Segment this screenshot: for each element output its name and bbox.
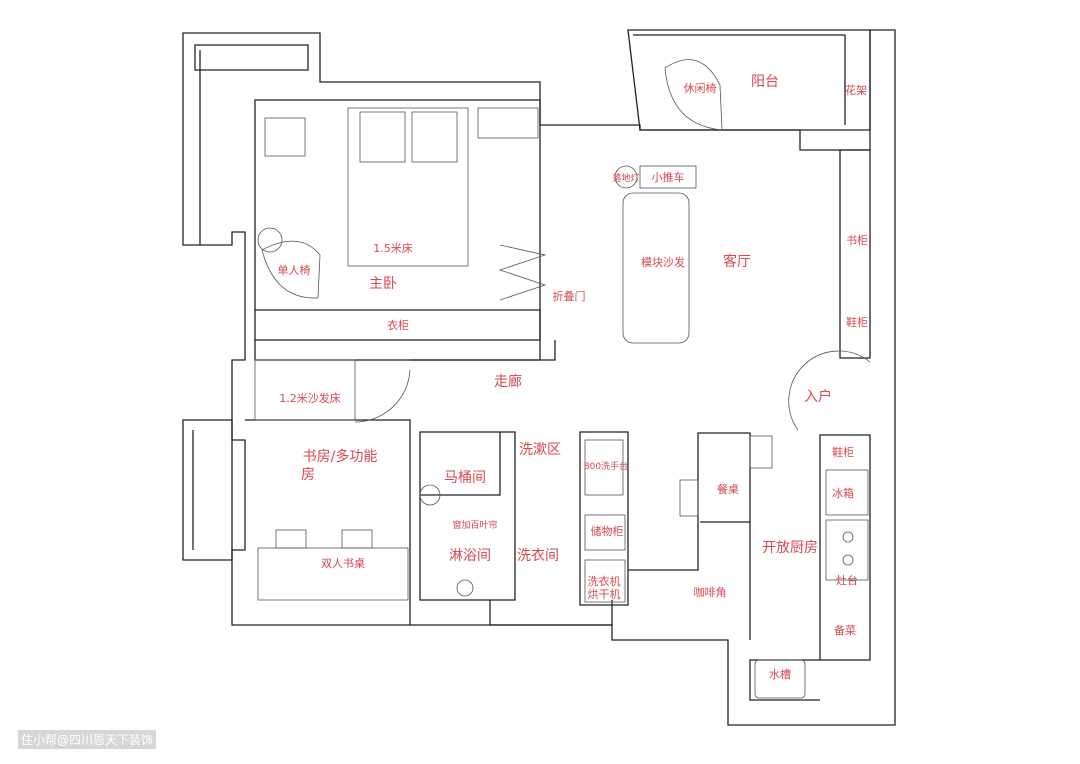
label-sofa: 模块沙发 <box>641 255 685 269</box>
leisure-chair-icon <box>664 59 723 131</box>
label-coffee-corner: 咖啡角 <box>694 585 727 599</box>
watermark: 住小帮@四川恩天下装饰 <box>18 730 157 749</box>
stove-icon <box>825 519 869 581</box>
label-sofa-bed: 1.2米沙发床 <box>279 391 341 405</box>
sink-icon <box>754 659 806 699</box>
shower-icon <box>456 579 474 597</box>
label-plant-rack: 花架 <box>845 84 867 97</box>
label-shower-room: 淋浴间 <box>449 548 491 564</box>
sofa-icon <box>622 192 690 344</box>
label-bed: 1.5米床 <box>373 241 413 255</box>
label-dining-table: 餐桌 <box>717 482 739 496</box>
label-master-bedroom: 主卧 <box>369 276 397 292</box>
label-washer: 洗衣机 <box>588 574 621 588</box>
label-wardrobe: 衣柜 <box>387 318 409 332</box>
label-stove: 灶台 <box>836 573 858 587</box>
label-study-2: 房 <box>301 467 315 483</box>
label-fridge: 冰箱 <box>832 486 854 500</box>
label-shoe-cabinet-kitchen: 鞋柜 <box>832 445 854 459</box>
label-sink: 水槽 <box>769 668 791 681</box>
bed-icon <box>347 107 469 267</box>
desk-icon <box>257 547 409 601</box>
label-wash-area: 洗漱区 <box>519 442 561 458</box>
label-bookcase: 书柜 <box>846 234 868 247</box>
label-dryer: 烘干机 <box>588 587 621 601</box>
label-storage-cabinet: 储物柜 <box>591 524 624 538</box>
label-floor-lamp: 落地灯 <box>612 172 639 184</box>
walls <box>182 29 896 726</box>
label-living-room: 客厅 <box>723 253 751 270</box>
label-blinds: 窗加百叶帘 <box>452 519 497 531</box>
lamp-icon <box>614 165 638 189</box>
washer-icon <box>584 559 626 603</box>
room-labels: 阳台 休闲椅 花架 小推车 落地灯 模块沙发 客厅 书柜 鞋柜 1.5米床 主卧… <box>278 74 869 681</box>
label-corridor: 走廊 <box>494 373 522 390</box>
label-study: 书房/多功能 <box>303 448 378 465</box>
furniture <box>254 59 871 699</box>
label-laundry-room: 洗衣间 <box>517 548 559 564</box>
label-entrance: 入户 <box>804 388 832 405</box>
label-shoe-cabinet-living: 鞋柜 <box>846 315 868 329</box>
label-open-kitchen: 开放厨房 <box>762 540 818 556</box>
label-wash-basin: 800洗手台 <box>584 460 628 472</box>
label-folding-door: 折叠门 <box>553 289 586 303</box>
label-toilet-room: 马桶间 <box>444 470 486 486</box>
label-trolley: 小推车 <box>652 170 685 184</box>
label-single-chair: 单人椅 <box>278 263 311 277</box>
label-balcony: 阳台 <box>751 74 779 90</box>
label-prep: 备菜 <box>834 623 856 637</box>
single-chair-icon <box>261 240 321 299</box>
label-leisure-chair: 休闲椅 <box>684 81 717 95</box>
toilet-icon <box>419 484 441 506</box>
label-double-desk: 双人书桌 <box>321 557 365 570</box>
